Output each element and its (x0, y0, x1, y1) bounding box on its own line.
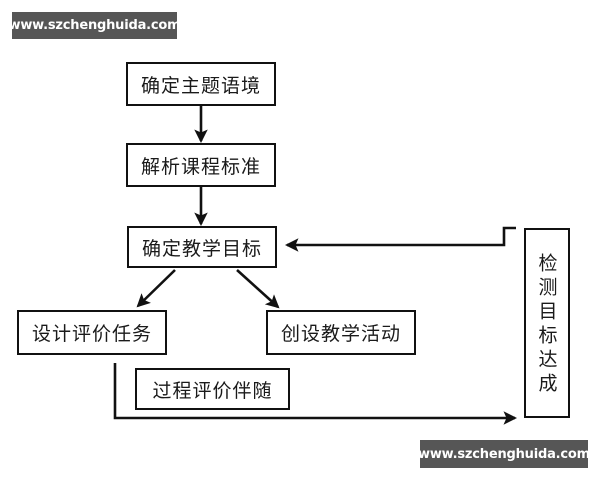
node-teaching-activity[interactable]: 创设教学活动 (266, 310, 416, 355)
node-theme-context[interactable]: 确定主题语境 (126, 62, 276, 106)
edge-check-goal-feedback-to-goal (284, 226, 516, 252)
node-curriculum-standard[interactable]: 解析课程标准 (126, 143, 276, 187)
watermark-top: www.szchenghuida.com (9, 12, 181, 39)
node-process-evaluation[interactable]: 过程评价伴随 (135, 368, 290, 410)
node-evaluation-task[interactable]: 设计评价任务 (17, 310, 167, 355)
watermark-bottom: www.szchenghuida.com (418, 440, 590, 468)
edge-goal-to-eval-task (136, 269, 176, 308)
node-teaching-goal[interactable]: 确定教学目标 (127, 226, 277, 268)
node-check-goal-achievement[interactable]: 检测目标达成 (524, 228, 570, 418)
edge-goal-to-teach-activity (236, 269, 280, 309)
